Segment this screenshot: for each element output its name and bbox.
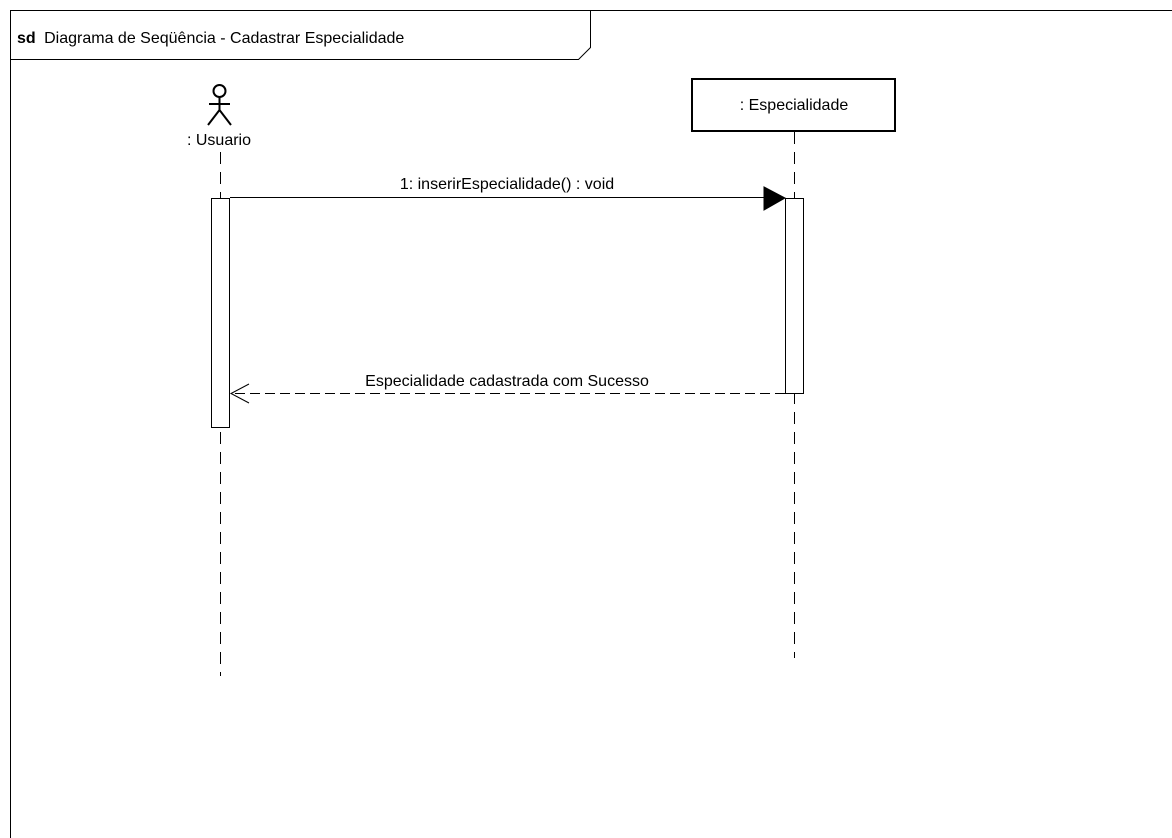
frame-keyword: sd <box>17 30 36 47</box>
frame-title: sd Diagrama de Seqüência - Cadastrar Esp… <box>17 30 404 47</box>
actor-activation-bar[interactable] <box>211 198 230 428</box>
frame-title-text: Diagrama de Seqüência - Cadastrar Especi… <box>44 30 404 47</box>
actor-label: : Usuario <box>187 132 251 149</box>
diagram-frame <box>10 10 1172 838</box>
actor-icon <box>207 84 232 126</box>
object-label: : Especialidade <box>740 97 849 114</box>
reply-arrowhead-icon <box>229 383 250 404</box>
object-box[interactable] <box>691 78 896 132</box>
call-arrowhead-icon <box>763 186 787 211</box>
reply-message-label: Especialidade cadastrada com Sucesso <box>365 373 649 390</box>
call-message-label: 1: inserirEspecialidade() : void <box>400 176 614 193</box>
object-activation-bar[interactable] <box>785 198 804 394</box>
frame-title-tab <box>10 10 591 60</box>
